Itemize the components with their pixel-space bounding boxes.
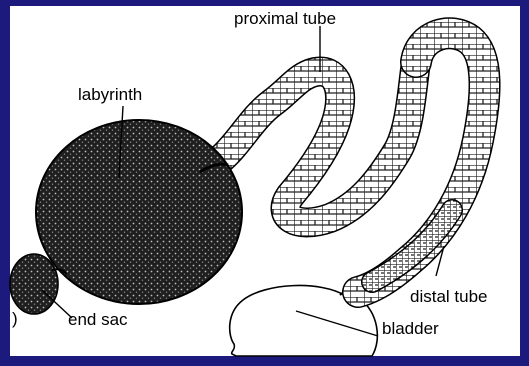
label-labyrinth: labyrinth (78, 85, 142, 104)
frame-left-bar (0, 0, 10, 366)
frame-right-bar (520, 0, 529, 366)
label-proximal-tube: proximal tube (234, 9, 336, 28)
panel-letter: ) (12, 309, 18, 328)
frame-bottom-bar (0, 356, 529, 366)
label-bladder: bladder (382, 319, 439, 338)
labyrinth-shape (36, 120, 242, 304)
label-end-sac: end sac (68, 310, 128, 329)
end-sac-shape (10, 254, 58, 314)
frame-top-bar (0, 0, 529, 6)
label-distal-tube: distal tube (410, 287, 488, 306)
